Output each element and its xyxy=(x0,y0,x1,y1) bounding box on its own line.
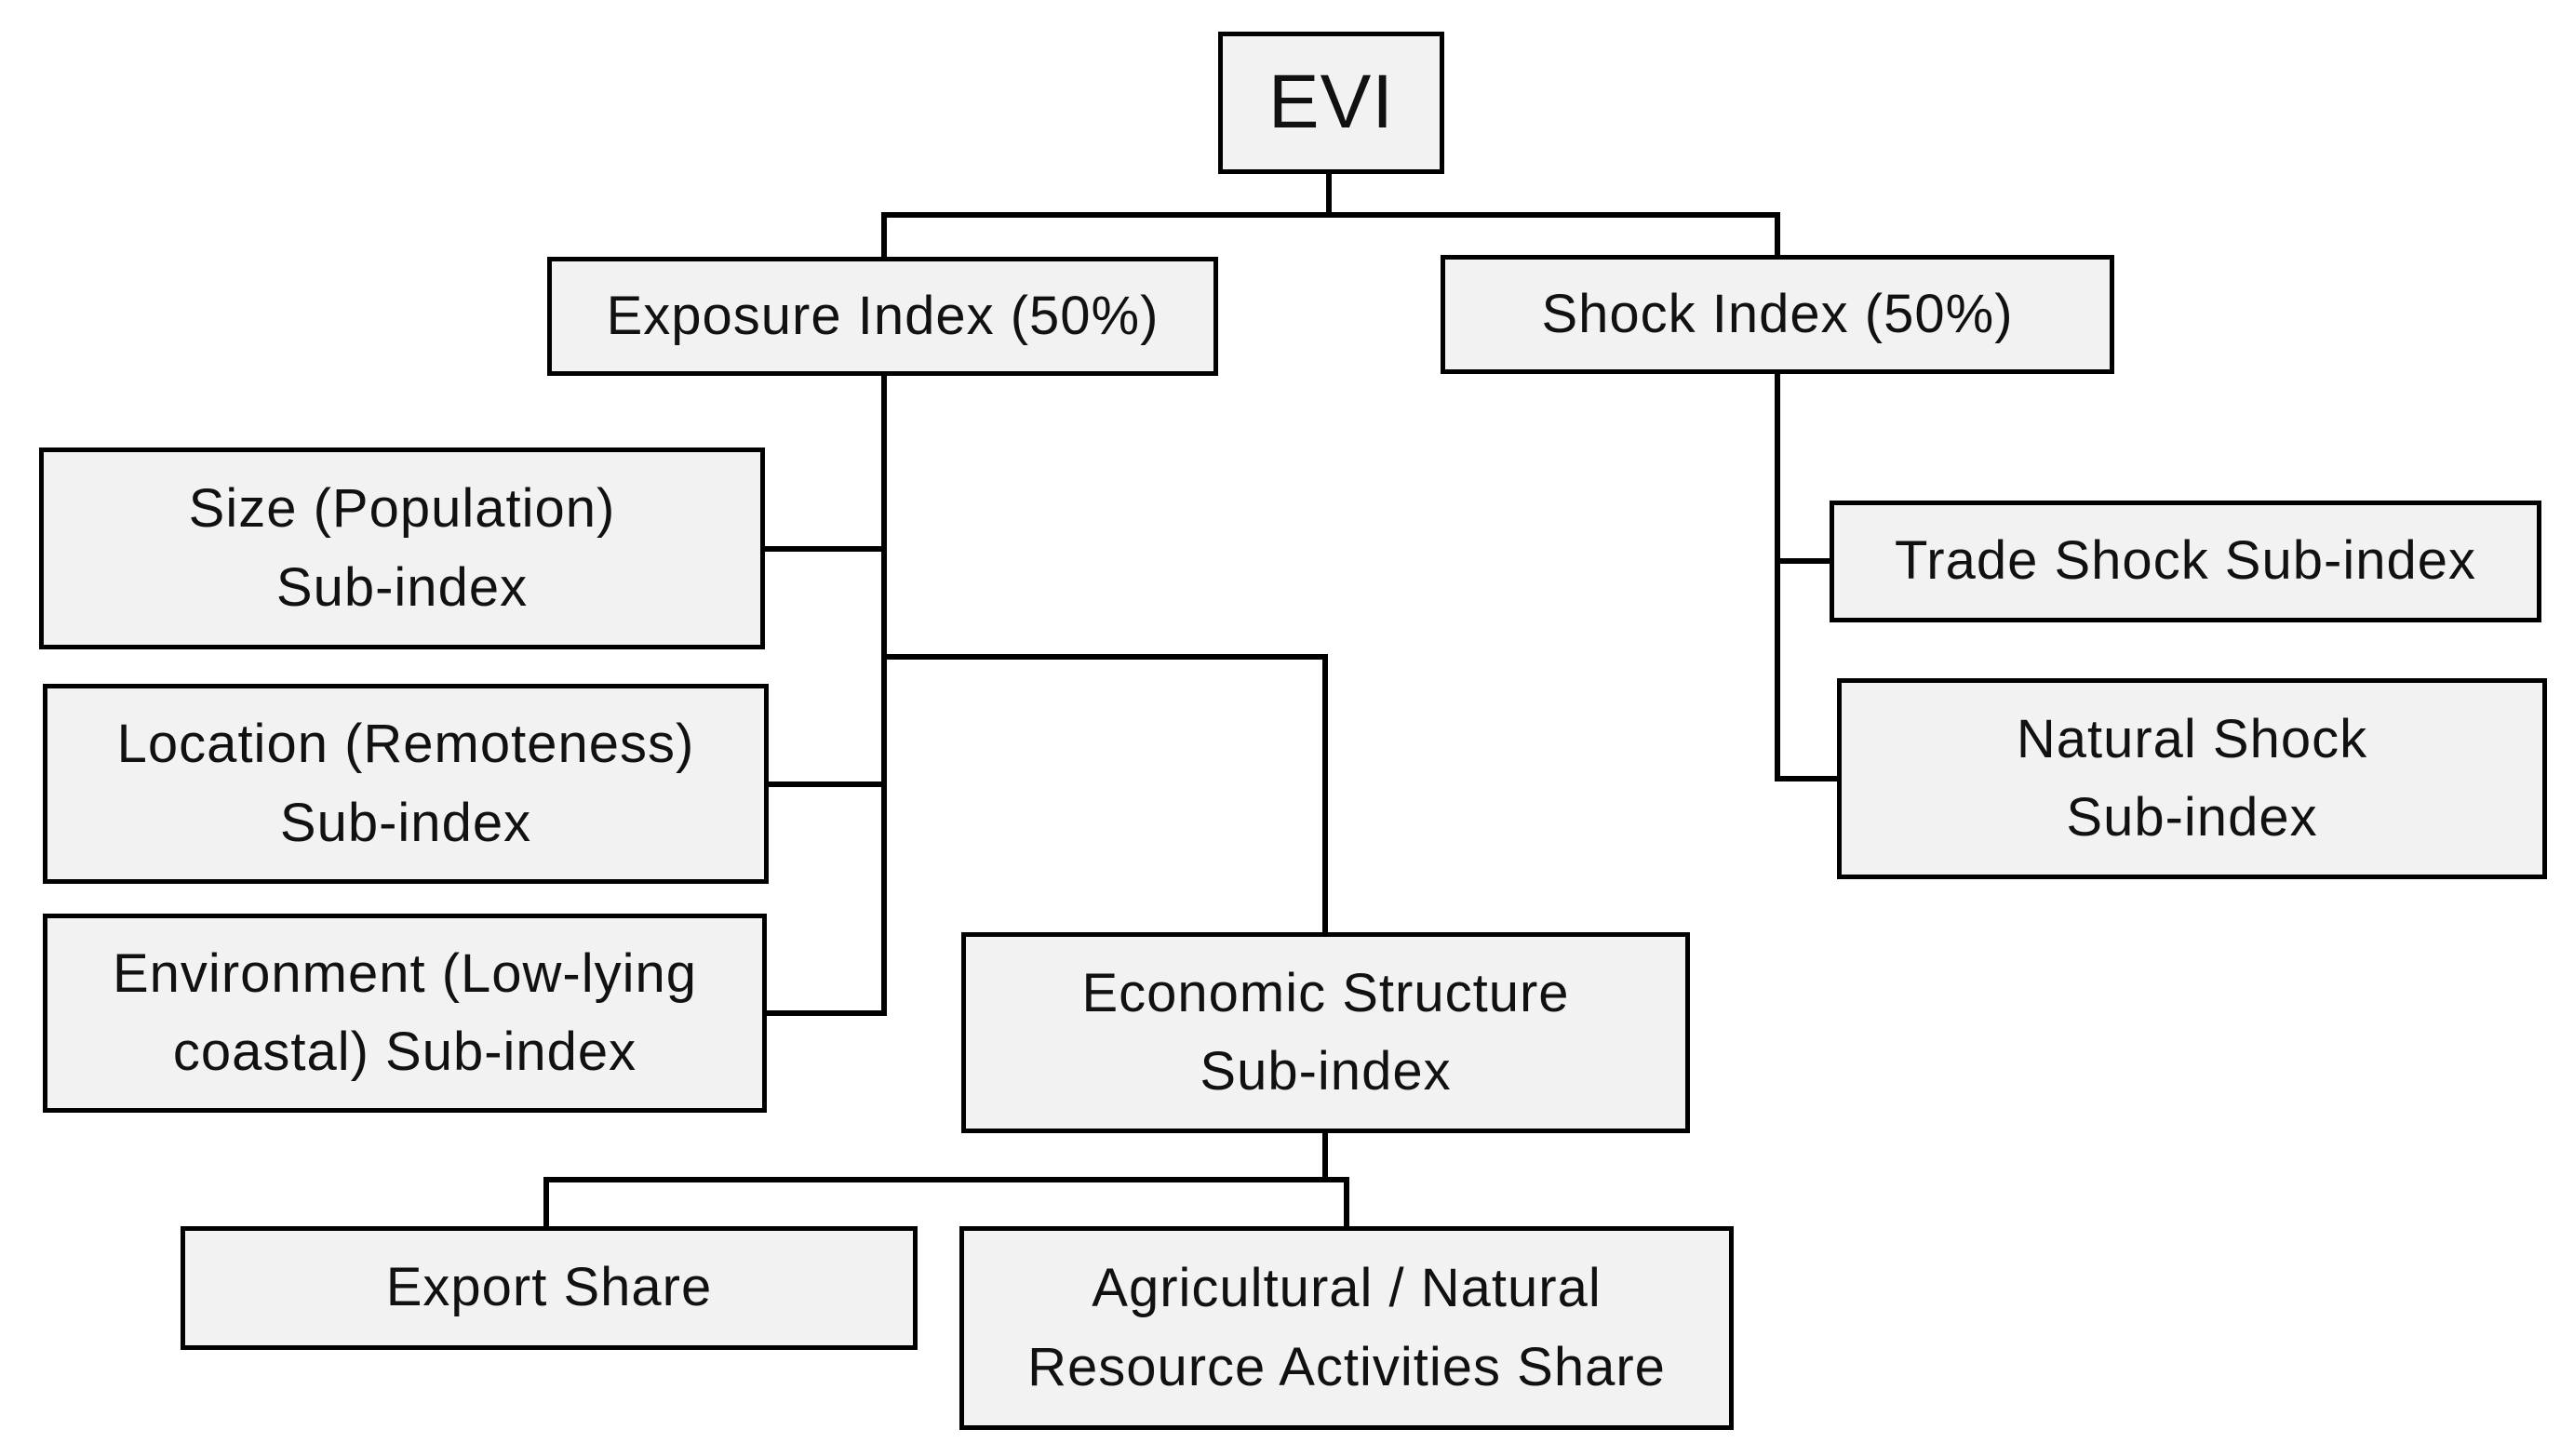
agricultural-share-line1: Agricultural / Natural xyxy=(1092,1258,1602,1319)
shock-index-label: Shock Index (50%) xyxy=(1541,283,2014,344)
connector-economic-branches xyxy=(543,1177,1349,1231)
export-share-label: Export Share xyxy=(385,1257,713,1318)
environment-subindex-node: Environment (Low-lying coastal) Sub-inde… xyxy=(43,914,767,1113)
economic-structure-subindex-node: Economic Structure Sub-index xyxy=(961,932,1690,1133)
location-subindex-node: Location (Remoteness) Sub-index xyxy=(43,684,769,884)
connector-exposure-to-economic xyxy=(881,654,1328,937)
natural-shock-line2: Sub-index xyxy=(2066,787,2318,848)
agricultural-share-line2: Resource Activities Share xyxy=(1027,1336,1666,1397)
location-subindex-line2: Sub-index xyxy=(279,792,532,853)
trade-shock-subindex-node: Trade Shock Sub-index xyxy=(1830,501,2541,622)
economic-structure-line1: Economic Structure xyxy=(1081,962,1570,1023)
agricultural-share-node: Agricultural / Natural Resource Activiti… xyxy=(959,1226,1734,1430)
evi-node: EVI xyxy=(1218,32,1444,174)
connector-evi-branches xyxy=(881,212,1780,261)
environment-subindex-line1: Environment (Low-lying xyxy=(112,942,698,1004)
size-subindex-node: Size (Population) Sub-index xyxy=(39,447,765,649)
evi-label: EVI xyxy=(1267,60,1395,145)
exposure-index-node: Exposure Index (50%) xyxy=(547,257,1218,376)
natural-shock-line1: Natural Shock xyxy=(2016,708,2368,769)
economic-structure-line2: Sub-index xyxy=(1200,1041,1452,1102)
exposure-index-label: Exposure Index (50%) xyxy=(606,285,1160,346)
size-subindex-line2: Sub-index xyxy=(275,556,529,618)
shock-index-node: Shock Index (50%) xyxy=(1441,255,2114,374)
environment-subindex-line2: coastal) Sub-index xyxy=(172,1022,637,1082)
trade-shock-label: Trade Shock Sub-index xyxy=(1895,530,2476,592)
export-share-node: Export Share xyxy=(181,1226,918,1350)
size-subindex-line1: Size (Population) xyxy=(188,478,616,540)
location-subindex-line1: Location (Remoteness) xyxy=(116,714,695,775)
natural-shock-subindex-node: Natural Shock Sub-index xyxy=(1837,678,2547,879)
